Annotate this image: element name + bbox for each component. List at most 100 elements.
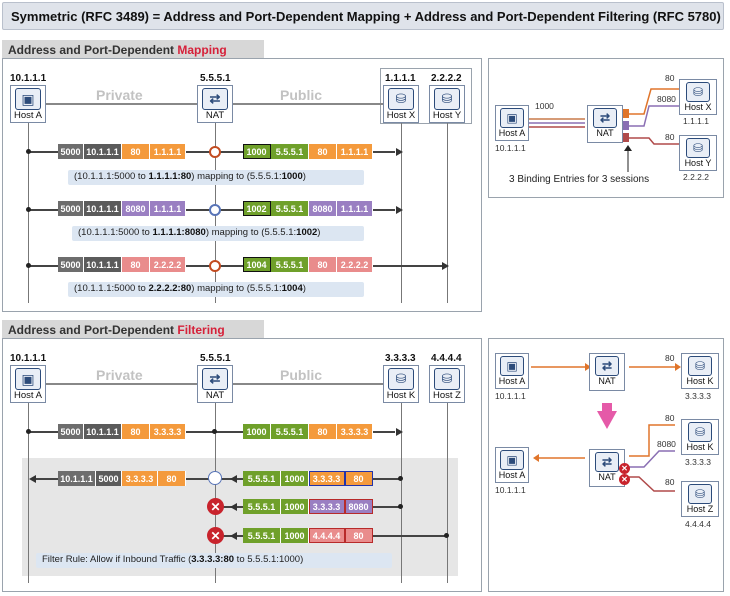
private-packet-1: 5000 10.1.1.1 80 1.1.1.1 xyxy=(58,144,186,159)
router-icon: ⇄ xyxy=(593,108,617,128)
ip-host-a: 10.1.1.1 xyxy=(10,353,47,364)
host-a-node: ▣ Host A xyxy=(10,85,46,123)
mapping-caption-1: (10.1.1.1:5000 to 1.1.1.1:80) mapping to… xyxy=(68,170,364,185)
host-z-lifeline xyxy=(447,403,448,583)
mapping-caption-3: (10.1.1.1:5000 to 2.2.2.2:80) mapping to… xyxy=(68,282,364,297)
ip-host-y: 2.2.2.2 xyxy=(431,73,462,84)
flow-start-dot xyxy=(444,533,449,538)
summary-port-x1: 80 xyxy=(665,73,675,83)
page-title: Symmetric (RFC 3489) = Address and Port-… xyxy=(2,2,724,30)
summary-port-k1: 80 xyxy=(665,353,675,363)
private-packet-3: 5000 10.1.1.1 80 2.2.2.2 xyxy=(58,257,186,272)
ip-nat: 5.5.5.1 xyxy=(200,353,231,364)
nat-translation-point xyxy=(209,146,221,158)
host-a-node: ▣ Host A xyxy=(10,365,46,403)
summary-ip-y: 2.2.2.2 xyxy=(683,172,709,182)
summary-port-k3: 8080 xyxy=(657,439,676,449)
summary-nat: ⇄ NAT xyxy=(589,353,625,391)
remote-hosts-group xyxy=(380,68,472,124)
summary-ip-a: 10.1.1.1 xyxy=(495,143,526,153)
summary-port-z: 80 xyxy=(665,477,675,487)
summary-host-x: ⛁ Host X xyxy=(679,79,717,115)
arrow-right-icon xyxy=(396,428,403,436)
summary-host-a: ▣ Host A xyxy=(495,105,529,141)
arrow-left-icon xyxy=(29,475,36,483)
host-z-node: ⛁ Host Z xyxy=(429,365,465,403)
summary-ip-a-2: 10.1.1.1 xyxy=(495,485,526,495)
binding-entry-2 xyxy=(623,121,629,130)
summary-port-x2: 8080 xyxy=(657,94,676,104)
summary-ip-k-2: 3.3.3.3 xyxy=(685,457,711,467)
summary-ip-a: 10.1.1.1 xyxy=(495,391,526,401)
binding-entry-1 xyxy=(623,109,629,118)
filtering-summary-links xyxy=(531,363,681,492)
nat-translation-point xyxy=(209,204,221,216)
summary-ip-x: 1.1.1.1 xyxy=(683,116,709,126)
flow-start-dot xyxy=(398,476,403,481)
host-k-node: ⛁ Host K xyxy=(383,365,419,403)
router-icon: ⇄ xyxy=(202,368,228,390)
filter-rule: Filter Rule: Allow if Inbound Traffic (3… xyxy=(36,553,392,568)
mapping-section-title: Address and Port-Dependent Mapping xyxy=(2,40,264,60)
database-icon: ⛁ xyxy=(688,356,712,376)
summary-host-a-2: ▣ Host A xyxy=(495,447,529,483)
blocked-icon: ✕ xyxy=(207,498,224,515)
nat-node: ⇄ NAT xyxy=(197,365,233,403)
flow-start-dot xyxy=(26,263,31,268)
summary-port-y: 80 xyxy=(665,132,675,142)
router-icon: ⇄ xyxy=(202,88,228,110)
ip-host-a: 10.1.1.1 xyxy=(10,73,47,84)
flow-start-dot xyxy=(398,504,403,509)
outbound-private-packet: 5000 10.1.1.1 80 3.3.3.3 xyxy=(58,424,186,439)
zone-private: Private xyxy=(96,367,143,383)
nat-node: ⇄ NAT xyxy=(197,85,233,123)
database-icon: ⛁ xyxy=(434,88,460,110)
summary-ip-k: 3.3.3.3 xyxy=(685,391,711,401)
database-icon: ⛁ xyxy=(686,82,710,102)
arrow-left-icon xyxy=(230,475,237,483)
database-icon: ⛁ xyxy=(686,138,710,158)
host-a-lifeline xyxy=(28,123,29,303)
database-icon: ⛁ xyxy=(388,88,414,110)
ip-host-z: 4.4.4.4 xyxy=(431,353,462,364)
arrow-left-icon xyxy=(230,532,237,540)
nat-pass-point xyxy=(208,471,222,485)
host-x-node: ⛁ Host X xyxy=(383,85,419,123)
flow-start-dot xyxy=(26,207,31,212)
summary-host-z: ⛁ Host Z xyxy=(681,481,719,517)
summary-host-k: ⛁ Host K xyxy=(681,353,719,389)
blocked-icon: ✕ xyxy=(207,527,224,544)
public-packet-2: 1002 5.5.5.1 8080 1.1.1.1 xyxy=(243,201,373,216)
ip-host-k: 3.3.3.3 xyxy=(385,353,416,364)
inbound-packet-1: 5.5.5.1 1000 3.3.3.3 80 xyxy=(243,471,373,486)
host-y-lifeline xyxy=(447,123,448,303)
outbound-public-packet: 1000 5.5.5.1 80 3.3.3.3 xyxy=(243,424,373,439)
arrow-right-icon xyxy=(396,148,403,156)
arrow-right-icon xyxy=(442,262,449,270)
nat-lifeline xyxy=(215,403,216,583)
blocked-icon: ✕ xyxy=(619,463,630,474)
zone-public: Public xyxy=(280,87,323,103)
host-k-lifeline xyxy=(401,403,402,583)
host-a-lifeline xyxy=(28,403,29,583)
public-packet-1: 1000 5.5.5.1 80 1.1.1.1 xyxy=(243,144,373,159)
zone-private: Private xyxy=(96,87,143,103)
summary-ip-z: 4.4.4.4 xyxy=(685,519,711,529)
private-packet-2: 5000 10.1.1.1 8080 1.1.1.1 xyxy=(58,201,186,216)
mapping-summary-panel: ▣ Host A 10.1.1.1 1000 ⇄ NAT 80 8080 80 … xyxy=(488,58,724,198)
host-y-node: ⛁ Host Y xyxy=(429,85,465,123)
zone-public: Public xyxy=(280,367,323,383)
database-icon: ⛁ xyxy=(688,484,712,504)
mapping-caption-2: (10.1.1.1:5000 to 1.1.1.1:8080) mapping … xyxy=(72,226,364,241)
nat-translation-point xyxy=(212,429,217,434)
computer-icon: ▣ xyxy=(500,108,524,128)
summary-host-k-2: ⛁ Host K xyxy=(681,419,719,455)
summary-host-a: ▣ Host A xyxy=(495,353,529,389)
arrow-left-icon xyxy=(230,503,237,511)
inbound-packet-2: 5.5.5.1 1000 3.3.3.3 8080 xyxy=(243,499,373,514)
summary-host-y: ⛁ Host Y xyxy=(679,135,717,171)
blocked-icon: ✕ xyxy=(619,474,630,485)
computer-icon: ▣ xyxy=(500,356,524,376)
nat-translation-point xyxy=(209,260,221,272)
router-icon: ⇄ xyxy=(595,452,619,472)
